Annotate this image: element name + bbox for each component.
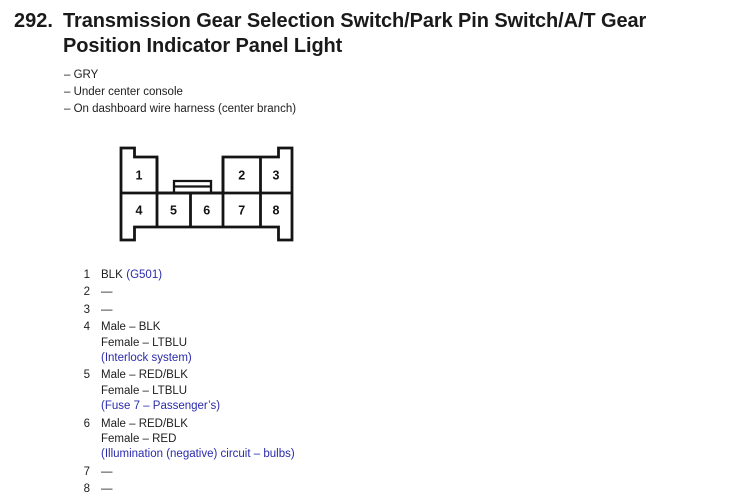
cavity-number-6: 6 (203, 204, 210, 218)
connector-drawing: 1 2 3 4 5 6 7 8 (119, 146, 294, 242)
pin-number: 6 (83, 417, 90, 430)
pin-wire-male: Male – BLK (101, 321, 161, 334)
pin-number: 8 (83, 483, 90, 496)
pin-details: — (101, 465, 113, 480)
pin-wire-line: — (101, 286, 113, 299)
connector-latch-icon (172, 179, 213, 193)
pin-number: 7 (83, 465, 90, 478)
pin-number: 4 (83, 321, 90, 334)
title-line-1: Transmission Gear Selection Switch/Park … (63, 10, 647, 32)
cavity-number-7: 7 (238, 204, 245, 218)
cavity-number-1: 1 (136, 169, 143, 183)
cavity-number-4: 4 (136, 204, 143, 218)
cavity-number-2: 2 (238, 169, 245, 183)
pin-wire-male: Male – RED/BLK (101, 417, 188, 430)
cavity-number-5: 5 (170, 204, 177, 218)
connector-notes: – GRY – Under center console – On dashbo… (64, 67, 296, 119)
pin-note: (Interlock system) (101, 352, 192, 365)
pin-wire-line: BLK(G501) (101, 268, 162, 283)
pin-wire-line: — (101, 303, 113, 316)
pin-note: (Illumination (negative) circuit – bulbs… (101, 448, 295, 461)
cavity-number-3: 3 (273, 169, 280, 183)
pin-details: — (101, 482, 113, 497)
note-harness: – On dashboard wire harness (center bran… (64, 103, 297, 116)
pin-details: Male – RED/BLK Female – RED (Illuminatio… (101, 417, 295, 463)
pin-details: — (101, 285, 113, 300)
pin-row-7: 7 — (82, 465, 412, 480)
pin-details: — (101, 303, 113, 318)
pin-details: BLK(G501) (101, 268, 162, 283)
pin-wire-line: — (101, 465, 113, 478)
note-wire-color: – GRY (64, 69, 99, 81)
title-line-2: Position Indicator Panel Light (63, 35, 343, 57)
pin-row-3: 3 — (82, 303, 412, 318)
pin-row-6: 6 Male – RED/BLK Female – RED (Illuminat… (82, 417, 412, 463)
note-location: – Under center console (64, 86, 183, 99)
pin-row-4: 4 Male – BLK Female – LTBLU (Interlock s… (82, 320, 412, 366)
pin-note: (Fuse 7 – Passenger’s) (101, 400, 221, 413)
pin-row-8: 8 — (82, 482, 412, 497)
pin-note: (G501) (126, 269, 163, 281)
pin-number: 3 (83, 303, 90, 316)
section-number: 292. (14, 10, 53, 32)
section-heading: 292. Transmission Gear Selection Switch/… (14, 9, 742, 59)
pin-wire-line: — (101, 483, 113, 496)
pin-row-2: 2 — (82, 285, 412, 300)
connector-outline (119, 146, 294, 242)
pin-details: Male – RED/BLK Female – LTBLU (Fuse 7 – … (101, 368, 220, 414)
pin-wire-female: Female – LTBLU (101, 384, 188, 397)
page-title: Transmission Gear Selection Switch/Park … (63, 9, 646, 59)
pin-number: 1 (83, 269, 90, 281)
pin-details: Male – BLK Female – LTBLU (Interlock sys… (101, 320, 192, 366)
pin-row-1: 1 BLK(G501) (82, 268, 412, 283)
pin-row-5: 5 Male – RED/BLK Female – LTBLU (Fuse 7 … (82, 368, 412, 414)
pin-wire-female: Female – LTBLU (101, 336, 188, 349)
pin-list: 1 BLK(G501) 2 — 3 — 4 Male – BLK Female (82, 268, 412, 498)
pin-wire-male: Male – RED/BLK (101, 369, 188, 382)
pin-wire: BLK (101, 269, 123, 281)
pin-wire-female: Female – RED (101, 433, 177, 446)
cavity-number-8: 8 (273, 204, 280, 218)
pin-number: 5 (83, 369, 90, 382)
connector-diagram: 1 2 3 4 5 6 7 8 (115, 145, 305, 245)
pin-number: 2 (83, 286, 90, 299)
